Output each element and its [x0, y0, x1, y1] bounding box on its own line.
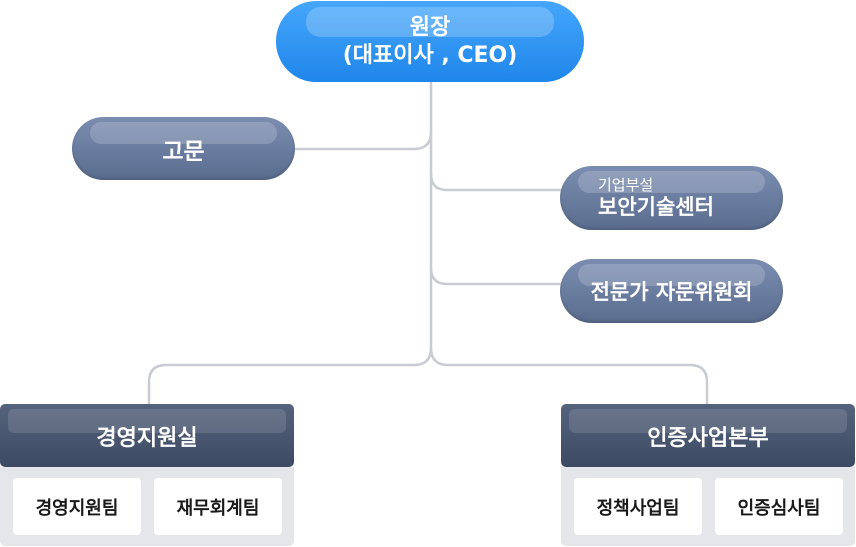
security-center-title: 보안기술센터	[598, 195, 714, 219]
team-box: 경영지원팀	[13, 478, 141, 535]
dept-management-support: 경영지원실 경영지원팀 재무회계팀	[0, 404, 294, 546]
ceo-title: 원장	[409, 14, 451, 40]
dept-teams: 경영지원팀 재무회계팀	[0, 467, 294, 546]
ceo-subtitle: (대표이사 , CEO)	[342, 42, 518, 68]
expert-committee-node: 전문가 자문위원회	[560, 259, 783, 323]
dept-header: 경영지원실	[0, 404, 294, 467]
advisor-line	[294, 131, 433, 151]
team-box: 인증심사팀	[715, 478, 843, 535]
dept-header-gloss	[569, 409, 847, 433]
dept-certification-business: 인증사업본부 정책사업팀 인증심사팀	[561, 404, 855, 546]
advisor-gloss	[90, 122, 277, 144]
ceo-node: 원장 (대표이사 , CEO)	[276, 1, 584, 82]
right-dept-line	[429, 347, 709, 405]
dept-header: 인증사업본부	[561, 404, 855, 467]
expert-committee-label: 전문가 자문위원회	[590, 280, 753, 304]
committee-line	[429, 267, 562, 286]
ceo-gloss	[306, 7, 554, 37]
team-box: 정책사업팀	[574, 478, 702, 535]
expert-committee-gloss	[578, 264, 765, 286]
trunk-line	[147, 80, 433, 405]
security-center-subtitle: 기업부설	[598, 176, 654, 194]
team-box: 재무회계팀	[154, 478, 282, 535]
advisor-label: 고문	[162, 138, 205, 165]
dept-teams: 정책사업팀 인증심사팀	[561, 467, 855, 546]
center-line	[429, 173, 562, 192]
security-center-gloss	[578, 171, 765, 193]
dept-name: 경영지원실	[96, 425, 198, 451]
security-center-node: 기업부설 보안기술센터	[560, 166, 783, 230]
advisor-node: 고문	[72, 117, 295, 180]
dept-name: 인증사업본부	[647, 425, 769, 451]
dept-header-gloss	[8, 409, 286, 433]
